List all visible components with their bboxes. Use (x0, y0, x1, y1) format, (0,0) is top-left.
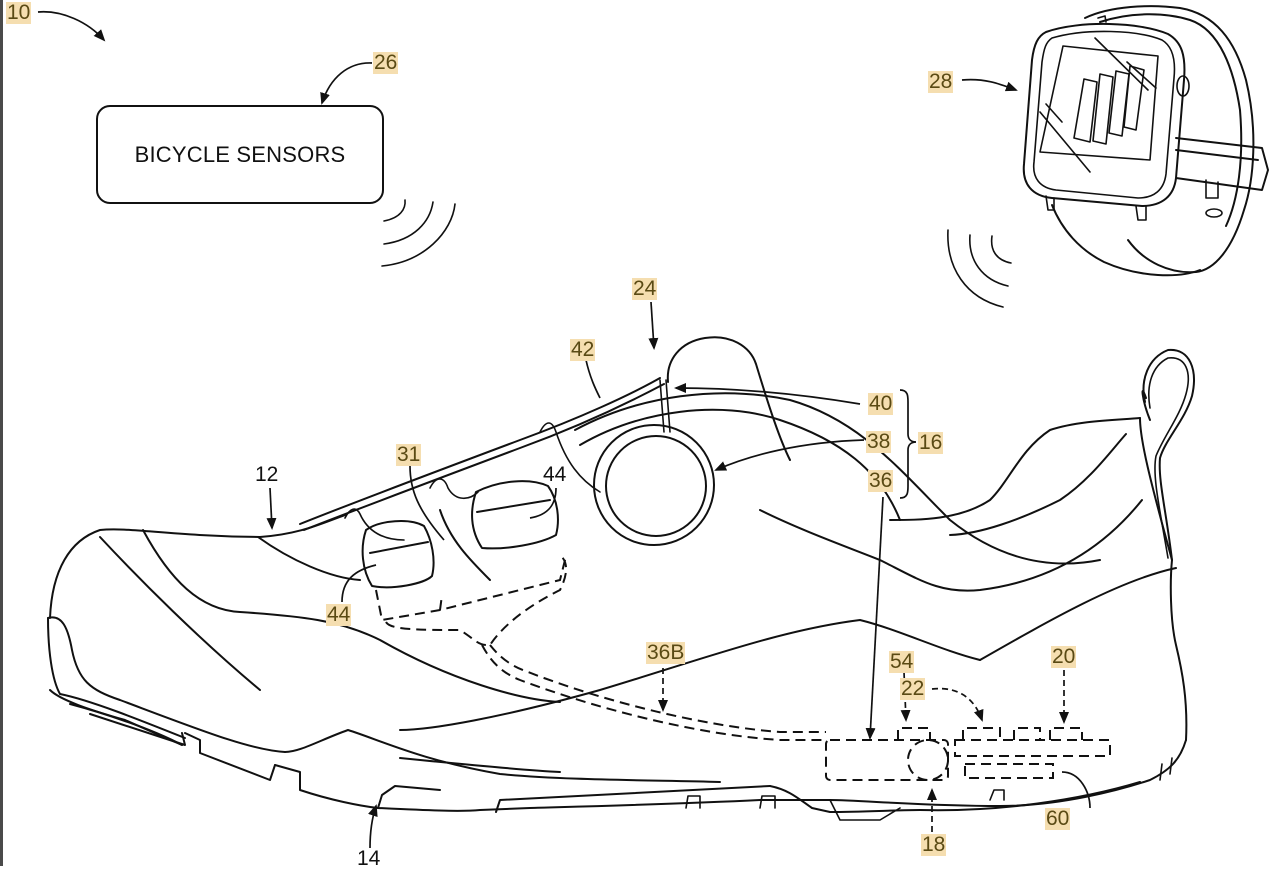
ref-label-36B: 36B (646, 641, 686, 664)
leader-12 (266, 487, 277, 530)
ref-label-60: 60 (1045, 807, 1071, 830)
ref-label-16: 16 (918, 431, 944, 454)
page-left-border (0, 0, 3, 866)
bicycle-sensors-label: BICYCLE SENSORS (134, 141, 346, 167)
ref-label-10: 10 (6, 1, 32, 24)
shoe-illustration (47, 336, 1195, 821)
leader-26 (320, 62, 373, 105)
bicycle-sensors-box: BICYCLE SENSORS (96, 105, 384, 204)
ref-label-20: 20 (1051, 645, 1077, 668)
ref-label-54: 54 (889, 650, 915, 673)
ref-label-40: 40 (868, 392, 894, 415)
leader-24 (648, 301, 659, 350)
ref-label-44-left: 44 (326, 603, 352, 626)
wireless-signal-icon-watch (947, 229, 1012, 308)
ref-label-42: 42 (570, 338, 596, 361)
smartwatch-illustration (1022, 5, 1269, 277)
ref-label-26: 26 (373, 51, 399, 74)
bracket-16 (899, 389, 917, 499)
leader-36 (865, 496, 884, 740)
leader-40 (674, 383, 861, 405)
ref-label-44-right: 44 (543, 463, 567, 486)
leader-38 (714, 439, 865, 471)
leader-22 (931, 687, 984, 722)
leader-28 (961, 78, 1018, 92)
ref-label-22: 22 (900, 677, 926, 700)
leader-31 (409, 465, 445, 541)
leader-10 (37, 10, 106, 42)
leader-60 (1061, 771, 1091, 809)
leader-14 (368, 804, 378, 849)
ref-label-31: 31 (396, 443, 422, 466)
ref-label-24: 24 (632, 277, 658, 300)
ref-label-12: 12 (255, 463, 279, 486)
leader-42 (585, 359, 601, 399)
ref-label-36: 36 (868, 469, 894, 492)
leader-44-right (529, 487, 557, 519)
ref-label-18: 18 (921, 833, 947, 856)
leader-44-left (341, 564, 377, 603)
wireless-signal-icon-sensors (381, 199, 456, 267)
ref-label-28: 28 (928, 70, 954, 93)
ref-label-38: 38 (866, 430, 892, 453)
ref-label-14: 14 (357, 847, 381, 870)
